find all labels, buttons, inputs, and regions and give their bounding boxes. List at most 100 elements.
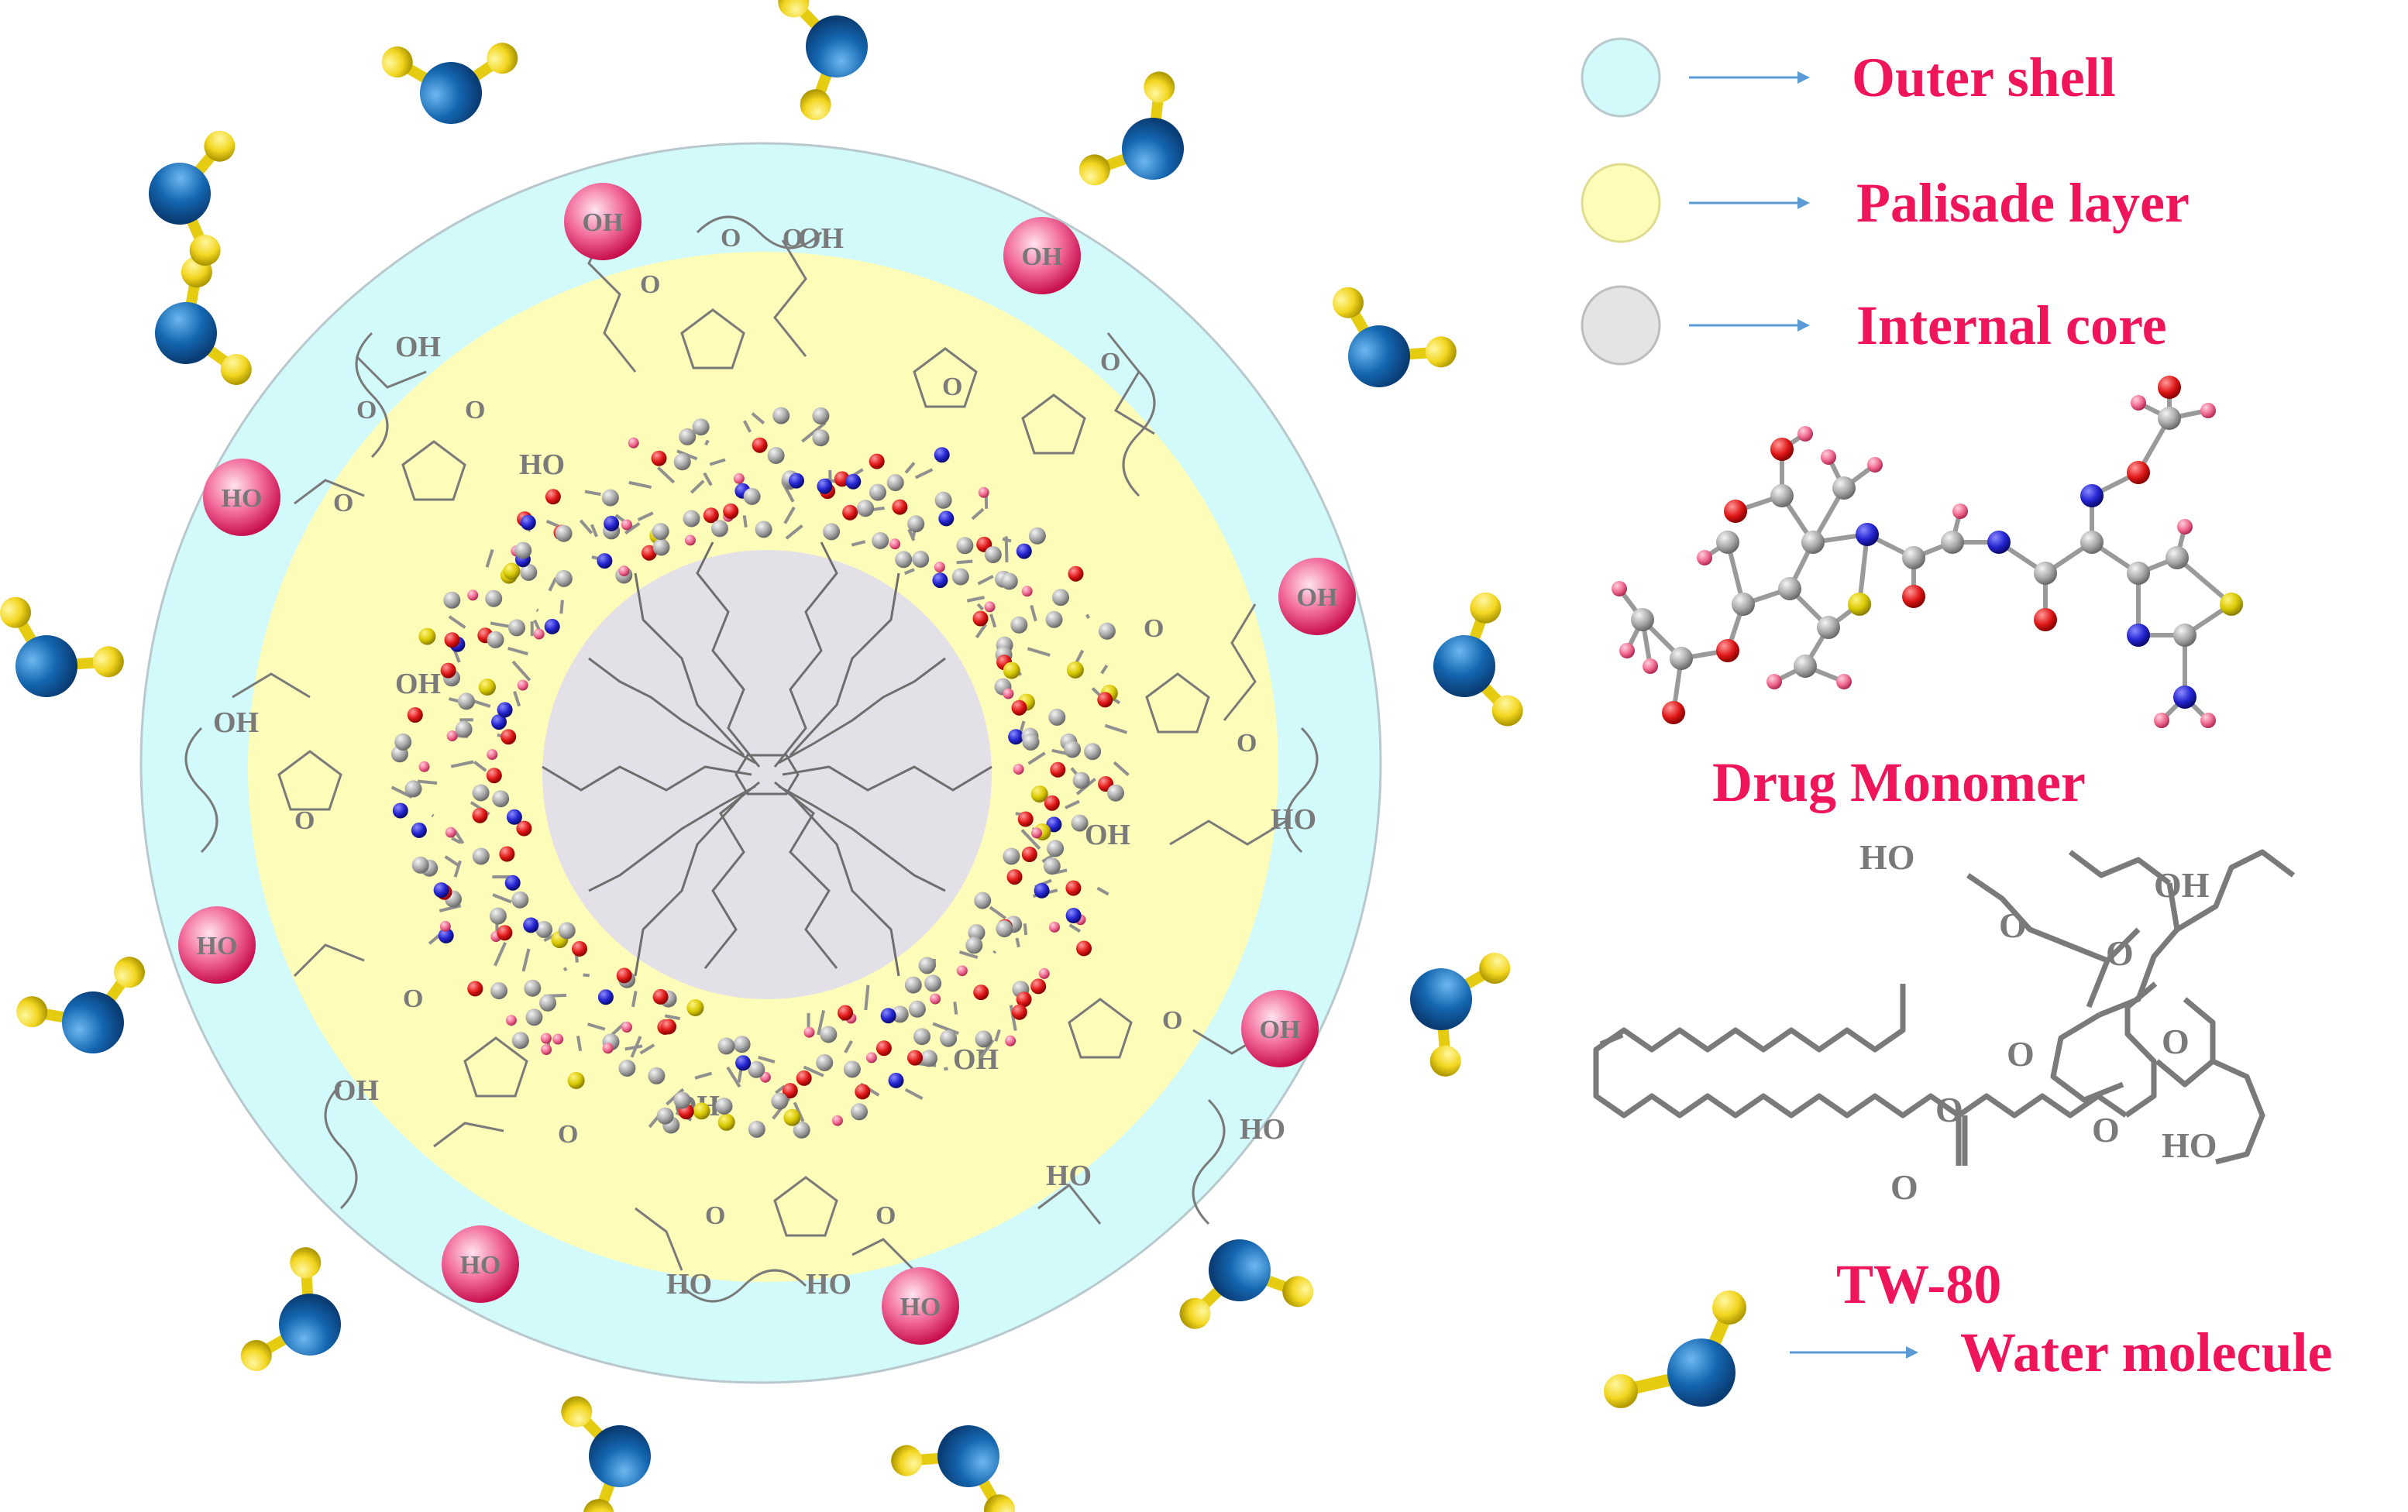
drug-atom [748, 1120, 765, 1138]
drug-atom [1000, 572, 1018, 590]
drug-atom [717, 1037, 735, 1055]
drug-atom [686, 999, 704, 1016]
drug-atom [817, 478, 833, 494]
drug-atom [956, 537, 974, 555]
drug-atom [652, 538, 670, 556]
drug-atom [978, 486, 989, 498]
drug-atom [618, 1060, 636, 1077]
hydroxyl-bead: HO [442, 1225, 519, 1303]
drug-atom [1046, 816, 1062, 833]
drug-atom [478, 679, 496, 696]
monomer-atom [2127, 461, 2150, 484]
drug-atom [820, 1026, 838, 1043]
drug-atom [524, 979, 542, 997]
drug-atom [499, 846, 515, 862]
drug-atom [558, 922, 576, 940]
hydroxyl-label: HO [806, 1268, 851, 1301]
monomer-atom [2034, 562, 2057, 585]
oxygen-label: O [640, 270, 660, 299]
oxygen-label: O [465, 396, 485, 424]
hydroxyl-label: HO [1271, 803, 1316, 836]
drug-atom [972, 610, 989, 627]
drug-atom [621, 1022, 632, 1033]
monomer-atom [1797, 426, 1813, 442]
hydroxyl-bead-label: OH [583, 208, 624, 237]
drug-atom [831, 1115, 843, 1126]
monomer-atom [2158, 376, 2181, 399]
drug-atom [572, 940, 587, 957]
drug-atom [996, 920, 1013, 938]
drug-atom [541, 1044, 552, 1055]
monomer-atom [1941, 531, 1964, 554]
drug-atom [411, 856, 429, 874]
hydroxyl-bead: HO [203, 459, 280, 536]
drug-atom [1064, 741, 1082, 758]
drug-atom [497, 925, 513, 941]
monomer-atom [1794, 655, 1817, 678]
drug-atom [1013, 764, 1024, 775]
drug-atom [505, 1015, 517, 1026]
drug-atom [752, 437, 768, 453]
drug-atom [648, 1067, 666, 1084]
oxygen-label: O [875, 1201, 896, 1230]
drug-atom [703, 507, 719, 524]
drug-atom [892, 499, 908, 515]
drug-atom [845, 473, 862, 490]
drug-atom [1097, 692, 1113, 708]
drug-atom [875, 1040, 892, 1057]
monomer-atom [2200, 713, 2216, 728]
drug-atom [886, 474, 904, 492]
drug-monomer-title: Drug Monomer [1712, 751, 2086, 813]
drug-atom [1010, 616, 1028, 634]
drug-atom [1050, 761, 1066, 778]
headgroup-oxygen-labels: O O O O O O O O O O O O O O O O [294, 224, 1257, 1230]
drug-atom [1066, 661, 1084, 679]
monomer-atom [1902, 546, 1925, 569]
water-molecule-label: Water molecule [1960, 1321, 2333, 1383]
water-molecule [1179, 1239, 1314, 1329]
drug-atom [1044, 795, 1060, 811]
monomer-atom [1832, 476, 1856, 500]
drug-atom [1084, 743, 1102, 761]
hydroxyl-bead: OH [1003, 217, 1081, 294]
monomer-atom [1766, 674, 1782, 689]
drug-atom [1003, 847, 1020, 865]
oxygen-label: O [356, 396, 377, 424]
drug-atom [544, 618, 560, 634]
drug-atom [880, 1008, 896, 1024]
drug-atom [733, 472, 745, 484]
monomer-atom [1821, 449, 1836, 465]
drug-atom [934, 491, 952, 509]
drug-atom [710, 520, 728, 538]
drug-atom [1003, 662, 1020, 679]
drug-atom [457, 692, 475, 710]
drug-atom [433, 882, 449, 899]
drug-atom [455, 720, 473, 738]
drug-atom [511, 1032, 529, 1050]
drug-atom [733, 1036, 751, 1053]
drug-atom [1043, 857, 1061, 875]
drug-atom [1006, 869, 1023, 885]
drug-atom [652, 988, 669, 1005]
monomer-atom [2173, 624, 2196, 647]
core-hydrocarbon-tails [542, 541, 992, 977]
drug-atom [812, 429, 830, 447]
outer-shell-label: Outer shell [1852, 46, 2116, 108]
drug-atom [796, 1070, 812, 1086]
drug-atom [661, 1019, 676, 1035]
oxygen-label: O [1100, 348, 1120, 376]
monomer-atom [1770, 438, 1794, 461]
water-molecule [0, 596, 124, 697]
drug-atom [628, 437, 639, 448]
water-molecule [1078, 71, 1184, 186]
drug-atom [652, 523, 669, 541]
oxygen-label: O [721, 224, 741, 253]
drug-atom [748, 1060, 765, 1078]
oxygen-label: O [1162, 1006, 1182, 1035]
drug-atom [723, 503, 739, 519]
drug-atom [597, 989, 614, 1005]
drug-atom [1017, 811, 1034, 827]
drug-atom [1031, 827, 1042, 839]
drug-atom [965, 936, 983, 954]
drug-atom [934, 562, 945, 573]
